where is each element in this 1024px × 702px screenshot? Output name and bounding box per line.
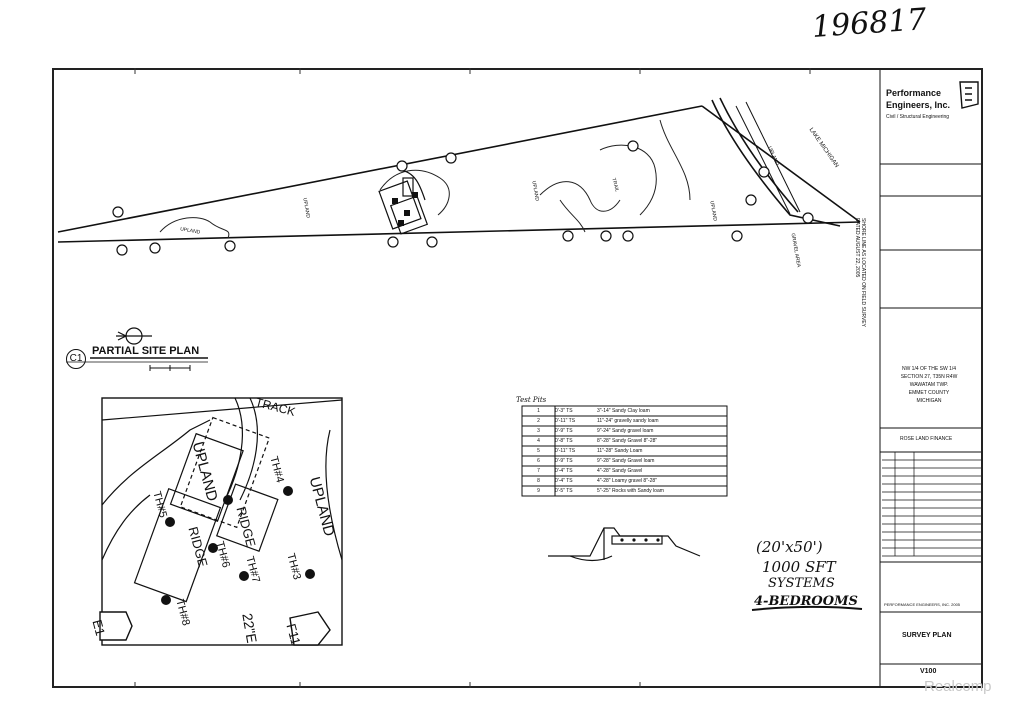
company-subtitle: Civil / Structural Engineering bbox=[886, 114, 950, 120]
table-cell: 11"-28" Sandy Loam bbox=[597, 448, 643, 454]
table-row: 1 0'-3" TS 3"-14" Sandy Clay loam bbox=[522, 406, 727, 416]
table-cell: 0'-4" TS bbox=[555, 478, 573, 484]
plan-label-c1: C1 bbox=[66, 349, 86, 369]
table-cell: 11"-24" gravelly sandy loam bbox=[597, 418, 659, 424]
table-cell: 6 bbox=[537, 458, 540, 464]
table-row: 9 0'-5" TS 5"-25" Rocks with Sandy loam bbox=[522, 486, 727, 496]
location-line-4: EMMET COUNTY bbox=[908, 390, 950, 396]
owner-name: ROSE LAND FINANCE bbox=[900, 436, 953, 442]
table-cell: 7 bbox=[537, 468, 540, 474]
plan-title: PARTIAL SITE PLAN bbox=[92, 345, 200, 357]
drawing-sheet bbox=[52, 68, 983, 688]
sheet-title: SURVEY PLAN bbox=[902, 632, 952, 639]
table-cell: 9 bbox=[537, 488, 540, 494]
test-pit-table: 1 0'-3" TS 3"-14" Sandy Clay loam 2 0'-1… bbox=[522, 406, 727, 496]
table-cell: 0'-4" TS bbox=[555, 468, 573, 474]
sheet-number: V100 bbox=[920, 668, 937, 675]
table-cell: 5"-25" Rocks with Sandy loam bbox=[597, 488, 664, 494]
company-name-2: Engineers, Inc. bbox=[886, 100, 951, 110]
table-cell: 4"-28" Loamy gravel 8"-28" bbox=[597, 478, 657, 484]
company-name-1: Performance bbox=[886, 88, 942, 98]
table-cell: 9"-24" Sandy gravel loam bbox=[597, 428, 654, 434]
table-cell: 9"-28" Sandy Gravel loam bbox=[597, 458, 655, 464]
table-row: 2 0'-11" TS 11"-24" gravelly sandy loam bbox=[522, 416, 727, 426]
table-cell: 0'-3" TS bbox=[555, 408, 573, 414]
realcomp-watermark: Realcomp bbox=[924, 678, 992, 695]
plan-label-shore-line: SHORE LINE AS LOCATED ON FIELD SURVEY DA… bbox=[854, 218, 866, 327]
location-line-3: WAWATAM TWP. bbox=[909, 382, 949, 388]
table-cell: 2 bbox=[537, 418, 540, 424]
table-cell: 0'-5" TS bbox=[555, 488, 573, 494]
location-line-5: MICHIGAN bbox=[916, 398, 942, 404]
test-table-title: Test Pits bbox=[516, 396, 547, 404]
table-cell: 1 bbox=[537, 408, 540, 414]
location-line-1: NW 1/4 OF THE SW 1/4 bbox=[901, 366, 957, 372]
table-row: 4 0'-8" TS 8"-28" Sandy Gravel 8"-28" bbox=[522, 436, 727, 446]
copyright-text: PERFORMANCE ENGINEERS, INC. 2005 bbox=[884, 602, 961, 607]
table-cell: 0'-8" TS bbox=[555, 438, 573, 444]
handwritten-note-systems: SYSTEMS bbox=[768, 576, 835, 591]
table-row: 6 0'-9" TS 9"-28" Sandy Gravel loam bbox=[522, 456, 727, 466]
handwritten-note-size: (20'x50') bbox=[756, 538, 823, 556]
table-row: 8 0'-4" TS 4"-28" Loamy gravel 8"-28" bbox=[522, 476, 727, 486]
table-cell: 5 bbox=[537, 448, 540, 454]
table-cell: 4 bbox=[537, 438, 540, 444]
table-cell: 0'-9" TS bbox=[555, 428, 573, 434]
table-cell: 4"-28" Sandy Gravel bbox=[597, 468, 643, 474]
company-logo-mark bbox=[959, 81, 979, 109]
table-cell: 0'-9" TS bbox=[555, 458, 573, 464]
table-row: 7 0'-4" TS 4"-28" Sandy Gravel bbox=[522, 466, 727, 476]
table-row: 5 0'-11" TS 11"-28" Sandy Loam bbox=[522, 446, 727, 456]
table-cell: 3"-14" Sandy Clay loam bbox=[597, 408, 650, 414]
table-cell: 0'-11" TS bbox=[555, 448, 576, 454]
table-row: 3 0'-9" TS 9"-24" Sandy gravel loam bbox=[522, 426, 727, 436]
table-cell: 8 bbox=[537, 478, 540, 484]
table-cell: 8"-28" Sandy Gravel 8"-28" bbox=[597, 438, 658, 444]
handwritten-note-bedrooms: 4-BEDROOMS bbox=[754, 594, 858, 609]
location-line-2: SECTION 27, T35N R4W bbox=[900, 374, 958, 380]
table-cell: 3 bbox=[537, 428, 540, 434]
table-cell: 0'-11" TS bbox=[555, 418, 576, 424]
handwritten-note-area: 1000 SFT bbox=[762, 558, 836, 576]
